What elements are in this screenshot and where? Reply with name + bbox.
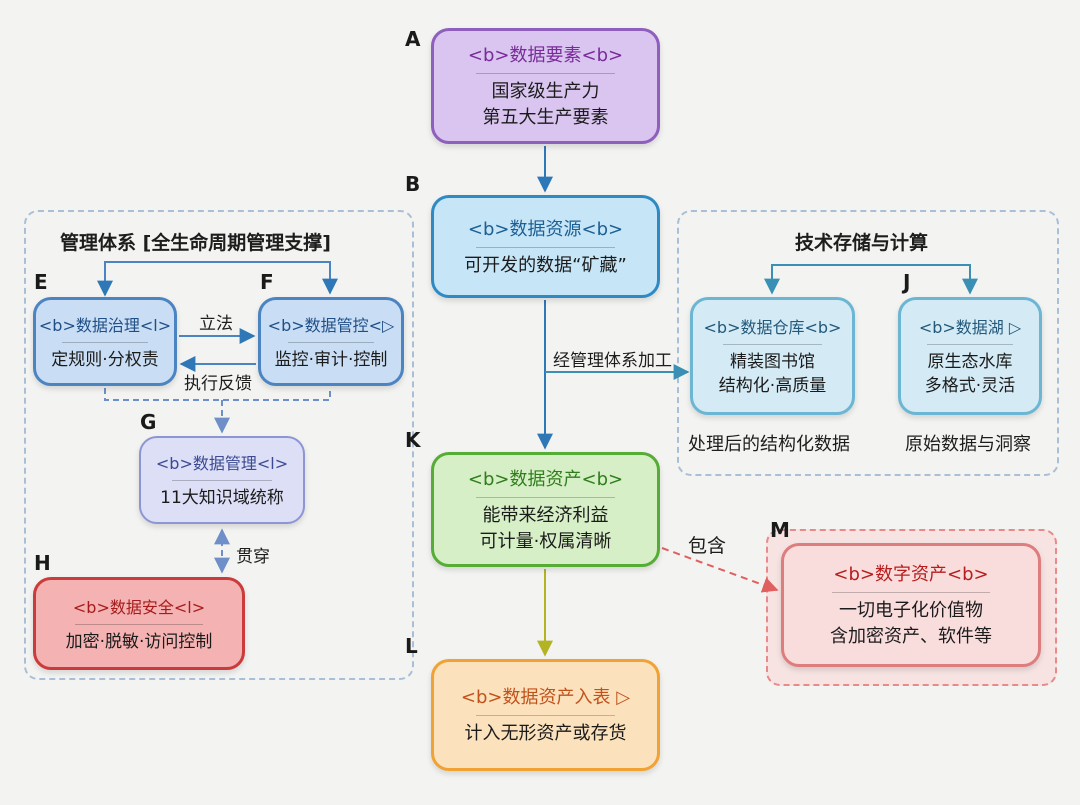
node-line: 一切电子化价值物 [839,600,983,621]
edge-label-contains: 包含 [688,535,727,557]
node-digital-asset: <b>数字资产<b> 一切电子化价值物 含加密资产、软件等 [781,543,1041,667]
node-data-management: <b>数据管理<l> 11大知识域统称 [139,436,305,524]
node-data-resource: <b>数据资源<b> 可开发的数据“矿藏” [431,195,660,298]
label-a: A [405,27,421,51]
edge-label-processing: 经管理体系加工 [553,351,672,371]
edge-label-feedback: 执行反馈 [184,374,252,394]
node-line: 可计量·权属清晰 [479,530,612,552]
caption-warehouse: 处理后的结构化数据 [688,434,850,455]
edge-i-j-loop [764,264,978,295]
management-system-title: 管理体系 [全生命周期管理支撑] [60,232,331,254]
label-k: K [405,428,421,452]
node-line: 11大知识域统称 [160,488,284,508]
node-title: <b>数据仓库<b> [703,318,842,337]
label-e: E [34,270,48,294]
label-b: B [405,172,421,196]
node-data-lake: <b>数据湖 ▷ 原生态水库 多格式·灵活 [898,297,1042,415]
node-title: <b>数据湖 ▷ [918,318,1022,337]
tech-storage-group [677,210,1059,476]
node-title: <b>数据管理<l> [155,454,289,473]
node-data-asset: <b>数据资产<b> 能带来经济利益 可计量·权属清晰 [431,452,660,567]
edge-label-legislation: 立法 [199,314,233,334]
caption-lake: 原始数据与洞察 [905,434,1031,455]
label-f: F [260,270,274,294]
node-line: 定规则·分权责 [51,349,159,370]
node-data-governance: <b>数据治理<l> 定规则·分权责 [33,297,177,386]
node-title: <b>数据资产<b> [467,468,624,490]
tech-storage-title: 技术存储与计算 [795,232,929,254]
node-title: <b>数据资产入表 ▷ [460,687,631,708]
node-title: <b>数据安全<l> [72,597,206,617]
node-asset-on-balance-sheet: <b>数据资产入表 ▷ 计入无形资产或存货 [431,659,660,771]
node-line: 含加密资产、软件等 [830,626,992,647]
edge-ef-g [104,388,331,401]
node-title: <b>数字资产<b> [833,564,989,585]
node-line: 可开发的数据“矿藏” [464,254,627,276]
label-l: L [405,634,418,658]
node-data-security: <b>数据安全<l> 加密·脱敏·访问控制 [33,577,245,670]
node-title: <b>数据治理<l> [38,315,172,335]
node-title: <b>数据资源<b> [467,218,624,240]
node-line: 监控·审计·控制 [274,349,388,370]
label-h: H [34,551,51,575]
node-line: 国家级生产力 [491,81,600,102]
label-m: M [770,518,790,542]
node-data-element: <b>数据要素<b> 国家级生产力 第五大生产要素 [431,28,660,144]
node-data-control: <b>数据管控<▷ 监控·审计·控制 [258,297,404,386]
edge-label-through: 贯穿 [236,547,270,567]
label-g: G [140,410,157,434]
node-title: <b>数据要素<b> [467,45,624,66]
node-line: 计入无形资产或存货 [464,723,627,744]
node-line: 加密·脱敏·访问控制 [65,631,213,652]
node-title: <b>数据管控<▷ [267,315,395,335]
node-line: 能带来经济利益 [482,504,609,526]
management-system-group [24,210,414,680]
node-line: 多格式·灵活 [924,376,1016,396]
edge-e-f-loop [97,261,338,297]
node-line: 精装图书馆 [730,352,815,372]
node-line: 第五大生产要素 [482,107,609,128]
node-line: 结构化·高质量 [718,376,827,396]
node-line: 原生态水库 [927,352,1013,372]
edge-k-m [661,547,779,593]
label-j: J [903,270,911,294]
node-data-warehouse: <b>数据仓库<b> 精装图书馆 结构化·高质量 [690,297,855,415]
